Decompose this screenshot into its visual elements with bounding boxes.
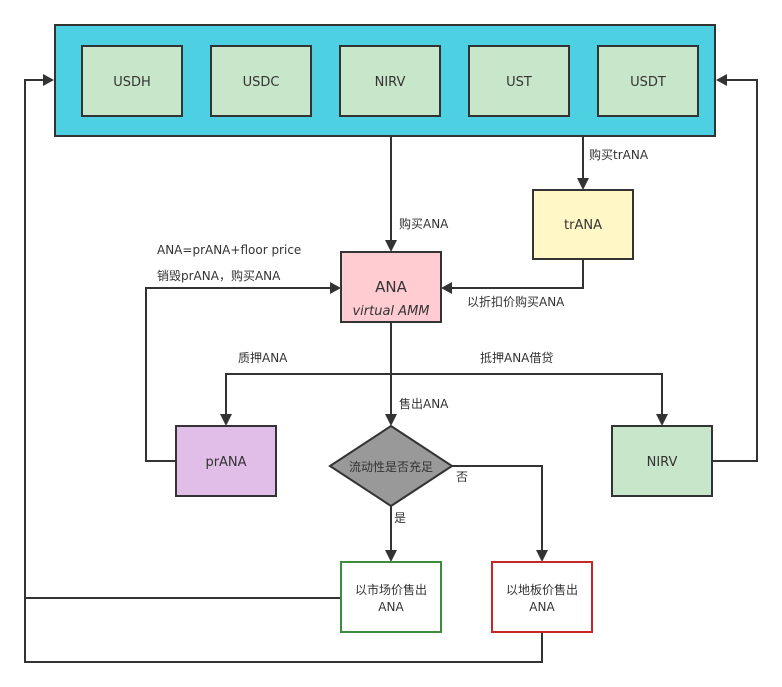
label-buy-ana: 购买ANA [399, 216, 449, 231]
label-discount-buy: 以折扣价购买ANA [467, 294, 565, 309]
stablecoin-box-usdt[interactable] [597, 45, 699, 117]
arrowhead [577, 178, 589, 190]
arrowhead [441, 282, 452, 294]
label-formula: ANA=prANA+floor price [157, 243, 301, 257]
stablecoin-box-nirv[interactable] [339, 45, 441, 117]
stablecoin-box-ust[interactable] [468, 45, 570, 117]
stablecoin-label: USDT [630, 75, 666, 90]
stablecoin-box-usdh[interactable] [81, 45, 183, 117]
label-stake: 质押ANA [238, 351, 288, 365]
label-sell: 售出ANA [399, 396, 449, 411]
edge-no [452, 465, 543, 550]
stablecoin-label: USDH [113, 75, 151, 90]
arrowhead [385, 550, 397, 562]
liquidity-decision[interactable] [328, 424, 454, 508]
label-yes: 是 [394, 511, 406, 525]
ana-subtitle: virtual AMM [352, 304, 429, 319]
edge-floor-return [24, 79, 543, 663]
label-no: 否 [456, 470, 468, 484]
stablecoin-label: UST [506, 75, 532, 90]
floor-sell-line1: 以地板价售出 [506, 582, 578, 597]
arrowhead [385, 240, 397, 252]
trana-title: trANA [564, 218, 602, 233]
label-buy-trana: 购买trANA [589, 147, 649, 162]
stablecoin-label: NIRV [375, 75, 406, 90]
arrowhead [220, 414, 232, 426]
arrowhead [330, 282, 341, 294]
arrowhead [385, 414, 397, 426]
trana-node[interactable] [532, 189, 634, 260]
edge-discount-buy [452, 259, 584, 289]
arrowhead [536, 550, 548, 562]
floor-sell-node[interactable] [491, 561, 593, 633]
floor-sell-line2: ANA [529, 600, 555, 614]
arrowhead [43, 74, 54, 86]
edge-collateral-loan [391, 373, 663, 414]
arrowhead [656, 414, 668, 426]
arrowhead [716, 74, 727, 86]
stablecoin-box-usdc[interactable] [210, 45, 312, 117]
nirv-title: NIRV [647, 455, 678, 470]
market-sell-line1: 以市场价售出 [355, 582, 427, 597]
ana-title: ANA [375, 278, 407, 296]
stablecoin-label: USDC [243, 75, 280, 90]
prana-node[interactable] [175, 425, 277, 497]
label-collateral-loan: 抵押ANA借贷 [480, 351, 553, 365]
edge-stake-ana [225, 373, 391, 414]
market-sell-line2: ANA [378, 600, 404, 614]
edge-nirv-return [712, 79, 758, 462]
prana-title: prANA [205, 455, 246, 470]
market-sell-node[interactable] [340, 561, 442, 633]
ana-node[interactable] [340, 251, 442, 323]
nirv-node[interactable] [611, 425, 713, 497]
decision-title: 流动性是否充足 [349, 459, 433, 474]
label-burn-buy: 销毁prANA，购买ANA [157, 268, 281, 283]
edge-burn-prana [145, 287, 330, 462]
